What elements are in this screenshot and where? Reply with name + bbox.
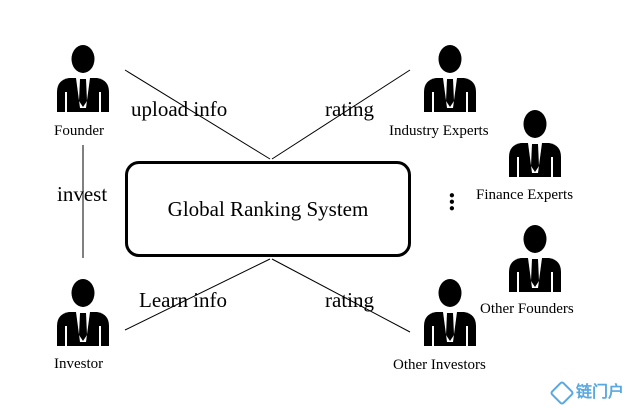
rating-top-label: rating	[325, 97, 374, 121]
global-ranking-system-box: Global Ranking System	[125, 161, 411, 257]
industry-experts-label: Industry Experts	[389, 123, 489, 139]
other-founders-label: Other Founders	[480, 301, 574, 317]
edge-otherinvestors-center	[271, 258, 411, 333]
investor-person-icon	[56, 278, 110, 347]
edge-investor-center	[124, 258, 271, 331]
edge-industry-center	[271, 69, 411, 160]
other-founders-person-icon	[508, 224, 562, 293]
industry-experts-person-icon	[423, 44, 477, 113]
global-ranking-system-label: Global Ranking System	[167, 196, 369, 221]
upload-info-label: upload info	[131, 97, 228, 121]
more-actors-ellipsis: ...	[444, 192, 473, 212]
rating-bottom-label: rating	[325, 288, 374, 312]
learn-info-label: Learn info	[139, 288, 228, 312]
investor-label: Investor	[54, 356, 104, 372]
watermark: 链门户	[549, 378, 625, 406]
invest-label: invest	[57, 182, 108, 206]
logo-icon	[549, 379, 575, 406]
founder-label: Founder	[54, 123, 104, 139]
finance-experts-person-icon	[508, 109, 562, 178]
founder-person-icon	[56, 44, 110, 113]
other-investors-person-icon	[423, 278, 477, 347]
other-investors-label: Other Investors	[393, 357, 486, 373]
finance-experts-label: Finance Experts	[476, 187, 574, 203]
edge-founder-center	[124, 69, 271, 160]
watermark-text: 链门户	[576, 382, 625, 401]
